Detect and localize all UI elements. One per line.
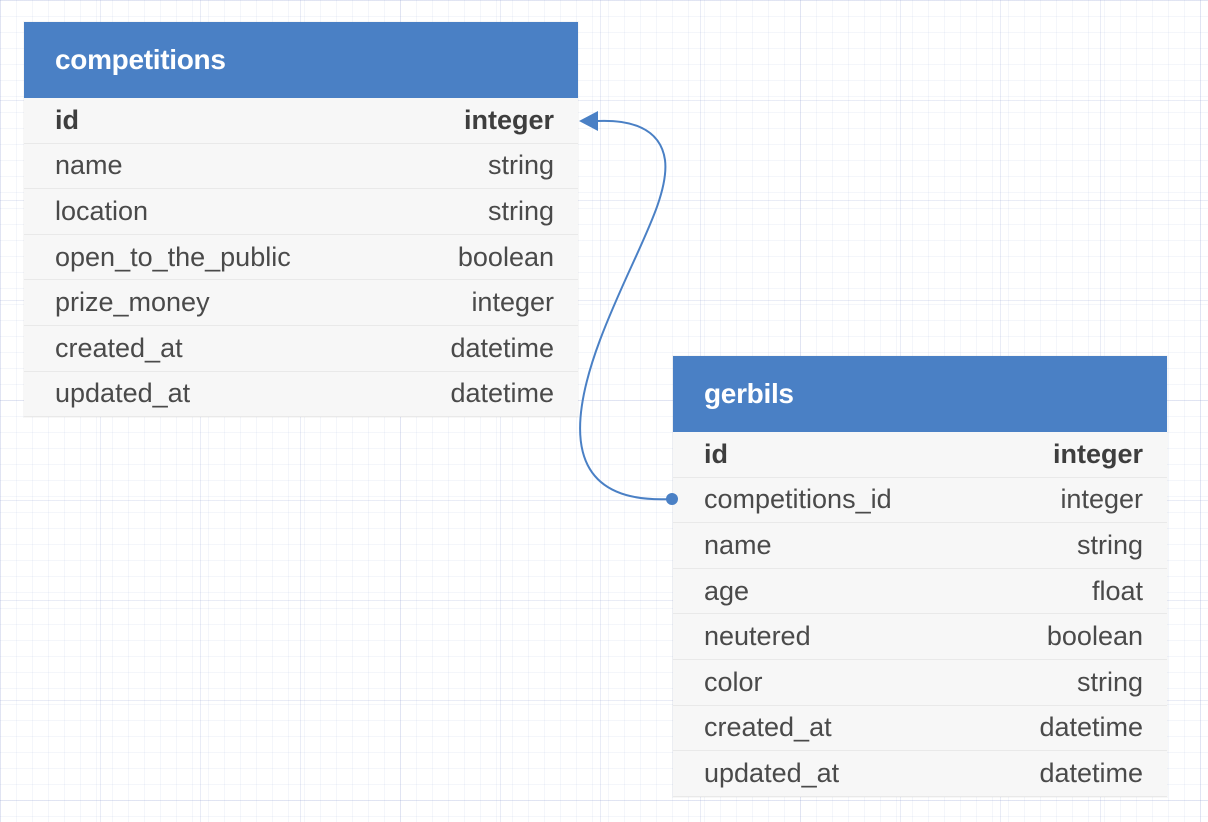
column-row-color[interactable]: color string	[673, 660, 1167, 706]
column-type: integer	[1060, 484, 1143, 515]
column-row-updated-at[interactable]: updated_at datetime	[24, 372, 578, 418]
column-name: open_to_the_public	[55, 241, 291, 272]
column-type: integer	[1052, 438, 1143, 469]
column-type: string	[1076, 666, 1143, 697]
column-name: updated_at	[704, 757, 840, 788]
column-type: string	[487, 195, 554, 226]
column-name: id	[704, 438, 728, 469]
column-type: string	[487, 150, 554, 181]
column-list: id integer competitions_id integer name strin…	[673, 432, 1167, 797]
column-name: id	[55, 104, 79, 135]
arrowhead-icon	[579, 111, 598, 131]
column-row-age[interactable]: age float	[673, 569, 1167, 615]
column-name: prize_money	[55, 287, 210, 318]
column-row-name[interactable]: name string	[673, 523, 1167, 569]
column-type: boolean	[1046, 621, 1143, 652]
table-header-gerbils[interactable]: gerbils	[673, 356, 1167, 432]
column-row-competitions-id[interactable]: competitions_id integer	[673, 478, 1167, 524]
column-type: datetime	[450, 378, 554, 409]
column-row-id[interactable]: id integer	[24, 98, 578, 144]
column-row-created-at[interactable]: created_at datetime	[24, 326, 578, 372]
column-row-neutered[interactable]: neutered boolean	[673, 614, 1167, 660]
column-row-open-to-the-public[interactable]: open_to_the_public boolean	[24, 235, 578, 281]
column-row-prize-money[interactable]: prize_money integer	[24, 280, 578, 326]
column-name: name	[704, 529, 772, 560]
relation-line[interactable]	[579, 119, 673, 501]
column-row-created-at[interactable]: created_at datetime	[673, 706, 1167, 752]
column-row-name[interactable]: name string	[24, 144, 578, 190]
column-row-updated-at[interactable]: updated_at datetime	[673, 751, 1167, 797]
column-type: datetime	[1039, 757, 1143, 788]
column-type: string	[1076, 529, 1143, 560]
column-type: boolean	[457, 241, 554, 272]
table-gerbils[interactable]: gerbils id integer competitions_id integer n…	[673, 356, 1167, 797]
column-type: datetime	[1039, 712, 1143, 743]
column-name: competitions_id	[704, 484, 892, 515]
column-name: color	[704, 666, 763, 697]
column-type: integer	[471, 287, 554, 318]
column-name: name	[55, 150, 123, 181]
table-header-competitions[interactable]: competitions	[24, 22, 578, 98]
column-row-location[interactable]: location string	[24, 189, 578, 235]
column-name: location	[55, 195, 149, 226]
column-name: neutered	[704, 621, 811, 652]
column-list: id integer name string location string open_to…	[24, 98, 578, 418]
column-type: integer	[463, 104, 554, 135]
column-name: created_at	[704, 712, 832, 743]
column-name: updated_at	[55, 378, 191, 409]
column-name: age	[704, 575, 750, 606]
column-type: float	[1091, 575, 1143, 606]
column-type: datetime	[450, 332, 554, 363]
column-row-id[interactable]: id integer	[673, 432, 1167, 478]
column-name: created_at	[55, 332, 183, 363]
